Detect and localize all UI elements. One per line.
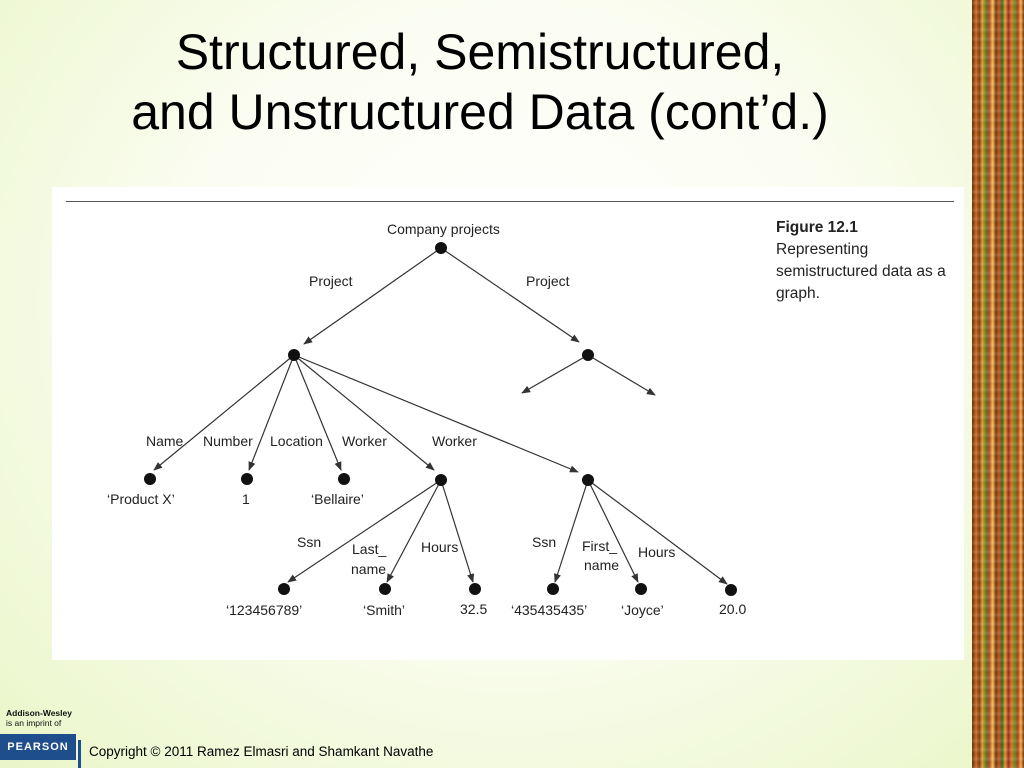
node-lastname bbox=[379, 583, 391, 595]
copyright-text: Copyright © 2011 Ramez Elmasri and Shamk… bbox=[89, 744, 434, 759]
edge-label-worker-1: Worker bbox=[342, 433, 387, 449]
leaf-firstname: ‘Joyce’ bbox=[621, 602, 664, 618]
edge-label-ssn-1: Ssn bbox=[297, 534, 321, 550]
node-location bbox=[338, 473, 350, 485]
slide-title-line1: Structured, Semistructured, bbox=[175, 24, 785, 80]
edge-label-number: Number bbox=[203, 433, 253, 449]
leaf-location: ‘Bellaire’ bbox=[311, 491, 364, 507]
root-label: Company projects bbox=[387, 221, 500, 237]
edge-project-left bbox=[303, 247, 442, 345]
leaf-ssn-2: ‘435435435’ bbox=[511, 602, 587, 618]
logo-pearson: PEARSON bbox=[0, 734, 76, 760]
edge-label-hours-1: Hours bbox=[421, 539, 458, 555]
node-root bbox=[435, 242, 447, 254]
edge-number bbox=[248, 354, 295, 471]
edge-label-project-left: Project bbox=[309, 273, 353, 289]
figure-top-rule bbox=[66, 201, 954, 202]
node-product-name bbox=[144, 473, 156, 485]
node-hours-2 bbox=[725, 584, 737, 596]
edge-label-lastname-1: Last_ bbox=[352, 541, 386, 557]
slide-title: Structured, Semistructured, and Unstruct… bbox=[40, 22, 920, 142]
edge-label-worker-2: Worker bbox=[432, 433, 477, 449]
leaf-number: 1 bbox=[242, 491, 250, 507]
edge-name bbox=[153, 354, 295, 471]
edge-label-firstname-1: First_ bbox=[582, 538, 617, 554]
edge-label-firstname-2: name bbox=[584, 557, 619, 573]
edge-label-location: Location bbox=[270, 433, 323, 449]
figure-panel: Company projects Project Project Name Nu… bbox=[52, 187, 964, 660]
edge-label-project-right: Project bbox=[526, 273, 570, 289]
node-firstname bbox=[635, 583, 647, 595]
figure-caption-head: Figure 12.1 bbox=[776, 219, 858, 236]
edge-ssn2 bbox=[554, 479, 589, 583]
figure-caption: Figure 12.1 Representing semistructured … bbox=[776, 217, 956, 305]
node-worker-1 bbox=[435, 474, 447, 486]
edge-location bbox=[293, 354, 342, 471]
edge-ssn1 bbox=[287, 479, 442, 583]
edge-right-a bbox=[521, 354, 589, 394]
logo-imprint: is an imprint of bbox=[6, 718, 62, 728]
semistructured-data-graph: Company projects Project Project Name Nu… bbox=[107, 221, 746, 618]
edge-firstname bbox=[587, 479, 639, 583]
decorative-side-stripe bbox=[972, 0, 1024, 768]
logo-publisher: Addison-Wesley bbox=[6, 708, 72, 718]
footer-divider bbox=[78, 740, 81, 768]
edge-worker1 bbox=[293, 354, 435, 471]
edge-right-b bbox=[587, 354, 656, 396]
leaf-ssn-1: ‘123456789’ bbox=[226, 602, 302, 618]
edge-label-hours-2: Hours bbox=[638, 544, 675, 560]
publisher-logo: Addison-Wesley is an imprint of PEARSON bbox=[0, 708, 78, 760]
edge-worker2 bbox=[293, 354, 579, 473]
edge-project-right bbox=[440, 247, 580, 343]
graph-edges bbox=[153, 247, 728, 585]
edge-label-name: Name bbox=[146, 433, 184, 449]
edge-label-lastname-2: name bbox=[351, 561, 386, 577]
leaf-lastname: ‘Smith’ bbox=[363, 602, 405, 618]
edge-hours2 bbox=[587, 479, 728, 585]
graph-nodes bbox=[144, 242, 737, 596]
edge-label-ssn-2: Ssn bbox=[532, 534, 556, 550]
node-project-2 bbox=[582, 349, 594, 361]
leaf-hours-1: 32.5 bbox=[460, 601, 487, 617]
edge-hours1 bbox=[440, 479, 475, 583]
figure-caption-body: Representing semistructured data as a gr… bbox=[776, 241, 946, 302]
leaf-product: ‘Product X’ bbox=[107, 491, 175, 507]
node-ssn-1 bbox=[278, 583, 290, 595]
node-ssn-2 bbox=[547, 583, 559, 595]
node-worker-2 bbox=[582, 474, 594, 486]
edge-lastname bbox=[386, 479, 442, 583]
node-number bbox=[241, 473, 253, 485]
node-hours-1 bbox=[469, 583, 481, 595]
slide-title-line2: and Unstructured Data (cont’d.) bbox=[131, 84, 829, 140]
leaf-hours-2: 20.0 bbox=[719, 601, 746, 617]
node-project-1 bbox=[288, 349, 300, 361]
